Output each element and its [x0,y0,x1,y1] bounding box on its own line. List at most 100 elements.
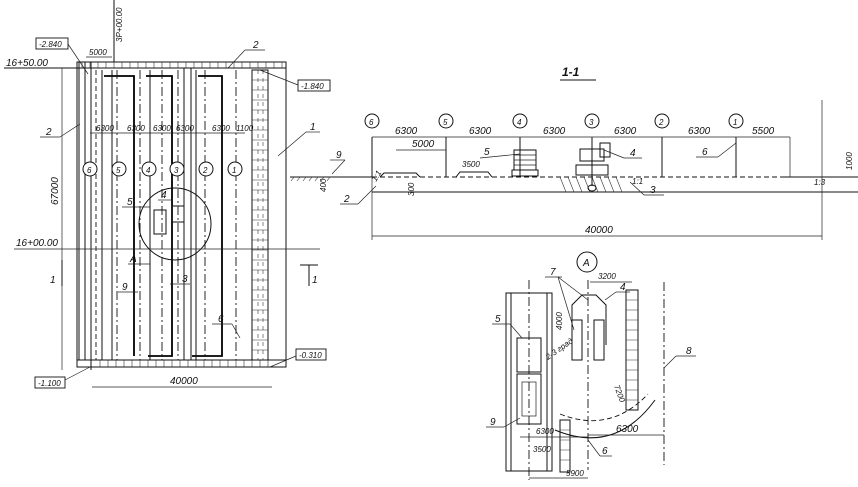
detail-dim-vertical: 4000 [555,312,564,330]
plan-callout-2-left: 2 [40,123,81,138]
plan-spacing-3: 6300 [153,124,171,133]
svg-text:3: 3 [650,185,656,196]
section-dim-5000: 5000 [412,139,435,150]
svg-text:5: 5 [116,166,121,175]
svg-text:3: 3 [589,118,594,127]
section-axis-4: 4 [512,113,528,129]
svg-text:-2.840: -2.840 [39,40,62,49]
plan-dim-length: 67000 [50,177,61,205]
svg-text:2: 2 [658,118,664,127]
plan-callout-6: 6 [212,314,241,339]
plan-outline [76,61,287,368]
plan-truck-icon [153,209,167,235]
plan-spacing-6: 1100 [236,124,254,133]
detail-truck-1 [516,337,542,373]
svg-text:5: 5 [127,197,133,208]
svg-text:1: 1 [312,275,318,286]
svg-text:4: 4 [630,148,636,159]
detail-a: A 3200 4000 7200 2-3 град 6300 3500 6300… [486,251,696,480]
plan-middle-slope [183,67,192,361]
detail-a-circle [138,187,212,261]
svg-text:2: 2 [252,40,259,51]
plan-callout-1: 1 [277,122,320,157]
svg-text:4: 4 [146,166,151,175]
detail-marker: A [582,258,590,269]
svg-text:6: 6 [602,446,608,457]
elevation-bottom-right: -0.310 [269,348,327,368]
svg-text:5: 5 [495,314,501,325]
plan-axis-5: 5 [111,161,127,177]
plan-spacing-2: 6300 [127,124,145,133]
svg-text:3: 3 [182,274,188,285]
plan-axis-2: 2 [198,161,214,177]
detail-callout-8: 8 [663,346,696,369]
detail-truck-2 [516,373,542,425]
ground-hatch [290,176,623,193]
svg-text:-1.840: -1.840 [301,82,324,91]
detail-callout-9: 9 [486,417,521,428]
track-loop-right [192,75,223,357]
section-axis-6: 6 [364,113,380,129]
plan-callout-3: 3 [170,274,190,285]
section-spacing-4: 6300 [614,126,637,137]
svg-text:7: 7 [550,267,556,278]
plan-callout-9: 9 [118,282,138,293]
svg-text:6: 6 [702,147,708,158]
plan-detail-marker: A [128,254,150,265]
station-vertical: 3Р+00.00 [115,7,124,42]
svg-text:5: 5 [484,147,490,158]
section-spacing-1: 6300 [395,126,418,137]
section-excavator-icon [575,142,611,192]
svg-text:4: 4 [161,190,167,201]
slope-mid: 1:1 [632,177,643,186]
section-axis-2: 2 [654,113,670,129]
plan-right-slope [251,69,269,361]
track-loop-left [104,75,135,356]
detail-dim-top: 3200 [598,272,616,281]
detail-callout-7: 7 [545,267,589,331]
plan-callout-2-top: 2 [227,40,265,69]
section-depth-mid: 300 [407,182,416,196]
station-top: 16+50.00 [6,58,48,69]
svg-text:6: 6 [218,314,224,325]
plan-top-hatch [81,62,283,68]
section-dim-3500: 3500 [462,160,480,169]
plan-excavator-icon [171,205,185,223]
svg-text:3: 3 [174,166,179,175]
plan-callout-4: 4 [158,190,172,201]
detail-dim-radius: 7200 [612,384,627,404]
detail-excavator [571,294,607,345]
section-callout-9: 9 [330,150,346,175]
section-marker-right: 1 [300,264,318,286]
section-1-1: 1-1 6 5 4 3 2 1 6300 6300 6300 6300 6300… [290,65,858,240]
soil-mound-1 [379,172,421,178]
svg-text:1: 1 [310,122,316,133]
section-title: 1-1 [562,65,580,79]
section-depth-left: 400 [319,178,328,192]
section-spacing-6: 5500 [752,126,775,137]
detail-dim-bottom: 5900 [566,469,584,478]
plan-axis-4: 4 [141,161,157,177]
svg-text:6: 6 [87,166,92,175]
section-callout-6: 6 [696,142,737,158]
svg-text:A: A [129,254,137,265]
section-callout-2: 2 [340,185,377,205]
svg-text:1: 1 [50,275,56,286]
svg-text:2: 2 [343,194,350,205]
plan-axis-3: 3 [169,161,185,177]
section-spacing-5: 6300 [688,126,711,137]
section-spacing-3: 6300 [543,126,566,137]
svg-text:4: 4 [620,282,626,293]
svg-text:2: 2 [202,166,208,175]
detail-dim-slope: 2-3 град [543,336,575,362]
plan-axis-6: 6 [82,161,98,177]
svg-text:9: 9 [122,282,128,293]
plan-spacing-1: 6300 [96,124,114,133]
detail-dim-left-b: 3500 [533,445,551,454]
section-axis-5: 5 [438,113,454,129]
svg-text:-0.310: -0.310 [299,351,322,360]
section-truck-icon [511,149,539,177]
plan-bottom-hatch [99,360,269,367]
svg-text:-1.100: -1.100 [38,379,61,388]
plan-spacing-5: 6300 [212,124,230,133]
